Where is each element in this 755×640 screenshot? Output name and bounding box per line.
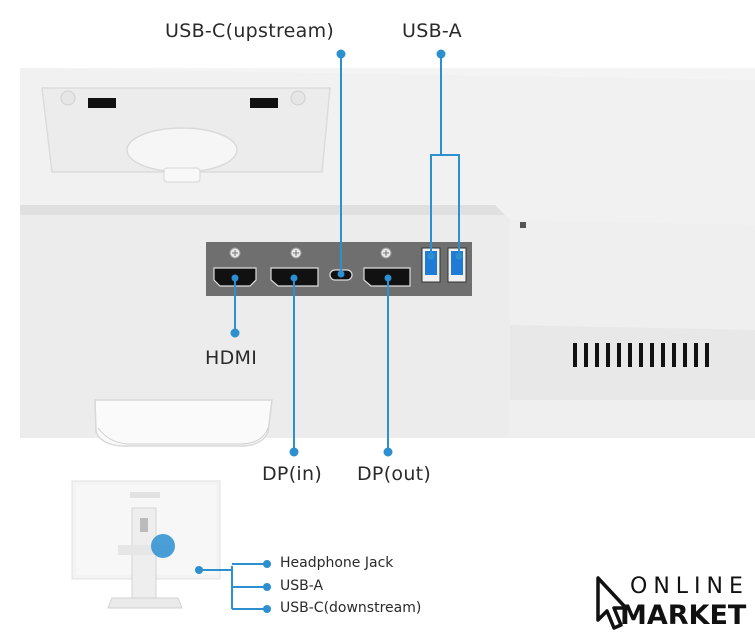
online-market-logo: ONLINE MARKET — [594, 574, 746, 634]
label-hdmi: HDMI — [205, 347, 258, 369]
label-usb-c-downstream: USB-C(downstream) — [280, 600, 422, 616]
vent-slots — [573, 343, 709, 367]
mount-slot-right — [250, 98, 278, 108]
inset-callout-lines — [199, 563, 266, 610]
callout-dots — [230, 49, 463, 457]
label-dp-in: DP(in) — [262, 463, 323, 485]
callout-lines — [234, 54, 460, 452]
mount-slot-left — [88, 98, 116, 108]
inset-monitor-thumbnail — [71, 480, 221, 609]
label-headphone-jack: Headphone Jack — [280, 555, 394, 571]
label-usb-a-top: USB-A — [402, 20, 462, 42]
logo-line-market: MARKET — [620, 600, 747, 631]
logo-line-online: ONLINE — [630, 574, 749, 599]
label-usb-c-upstream: USB-C(upstream) — [165, 20, 335, 42]
stand-base — [94, 399, 273, 447]
cursor-icon — [596, 576, 628, 630]
label-dp-out: DP(out) — [357, 463, 432, 485]
label-inset-usb-a: USB-A — [280, 578, 324, 594]
inset-highlight — [151, 534, 175, 558]
